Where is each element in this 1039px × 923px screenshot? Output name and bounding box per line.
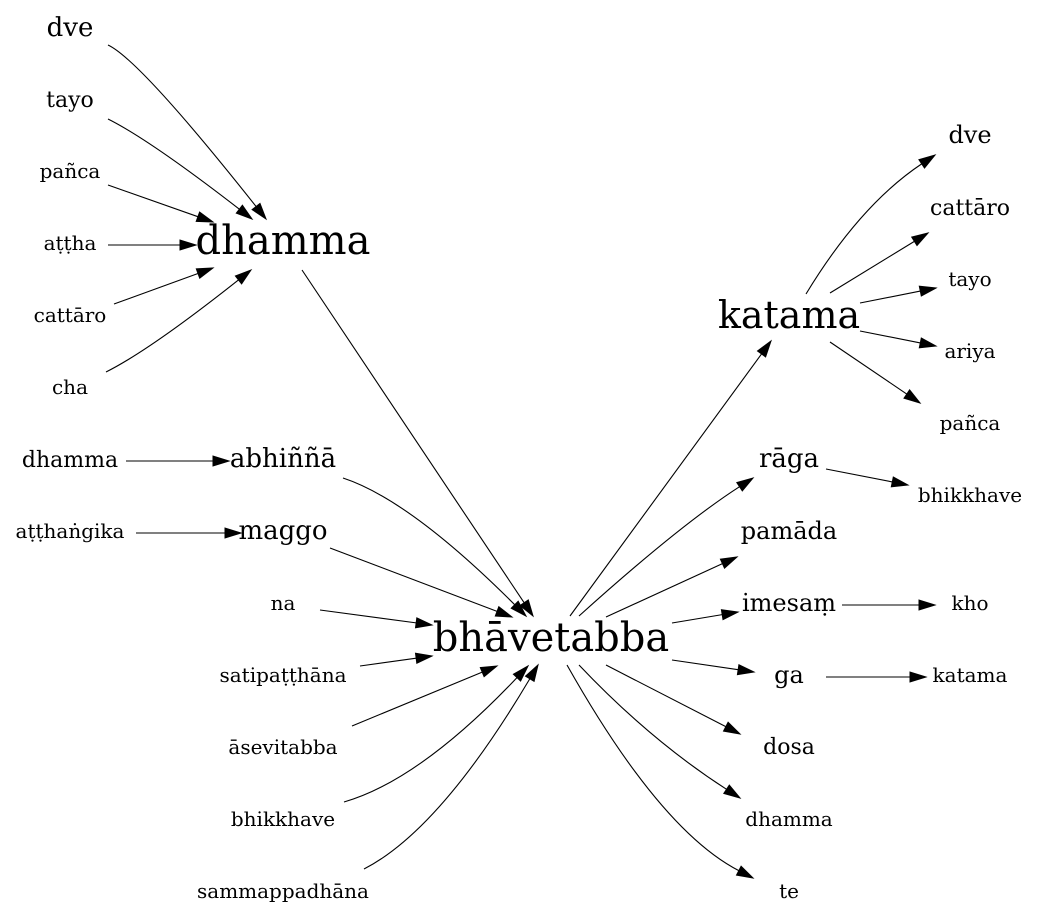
edge-cattaro_l-to-dhamma_top xyxy=(113,272,199,305)
edge-sammappadhana-to-bhavetabba xyxy=(363,678,531,870)
node-tayo-right: tayo xyxy=(948,267,991,291)
arrowhead-sammappadhana-to-bhavetabba xyxy=(524,663,539,683)
edge-katama_r-to-cattaro_r xyxy=(829,240,915,294)
edge-bhikkhave_l-to-bhavetabba xyxy=(343,677,518,803)
node-bhikkhave-right: bhikkhave xyxy=(918,483,1022,507)
node-satipatthana: satipaṭṭhāna xyxy=(219,663,346,687)
node-panca-right: pañca xyxy=(940,411,1001,435)
arrowhead-na-to-bhavetabba xyxy=(414,617,434,629)
arrowhead-ga-to-katama_far xyxy=(909,671,928,683)
node-pamada: pamāda xyxy=(741,517,837,545)
edge-bhavetabba-to-pamada xyxy=(605,563,723,618)
arrowhead-raga-to-bhikkhave_r xyxy=(890,476,910,488)
edge-bhavetabba-to-katama_r xyxy=(569,353,763,617)
edge-abhinna-to-bhavetabba xyxy=(342,477,516,606)
node-imesam: imesaṃ xyxy=(742,589,836,617)
edge-bhavetabba-to-te xyxy=(566,664,740,872)
arrowhead-dhamma_l-to-abhinna xyxy=(212,455,231,467)
node-dhamma-top: dhamma xyxy=(196,218,371,264)
edge-raga-to-bhikkhave_r xyxy=(825,468,893,483)
edge-asevitabba-to-bhavetabba xyxy=(351,671,483,727)
arrowhead-imesam-to-kho xyxy=(918,599,937,611)
edge-na-to-bhavetabba xyxy=(319,609,417,624)
node-ariya: ariya xyxy=(944,339,995,363)
node-sammappadhana: sammappadhāna xyxy=(197,879,369,903)
edge-katama_r-to-tayo_r xyxy=(859,290,921,304)
node-na: na xyxy=(271,591,296,615)
arrowhead-katama_r-to-panca_r xyxy=(903,389,922,404)
arrowhead-tayo_l-to-dhamma_top xyxy=(235,204,254,221)
node-atthangika: aṭṭhaṅgika xyxy=(16,519,125,543)
arrowhead-bhavetabba-to-pamada xyxy=(719,556,739,570)
arrowhead-dve_l-to-dhamma_top xyxy=(251,202,268,221)
node-abhinna: abhiññā xyxy=(230,444,336,474)
arrowhead-katama_r-to-cattaro_r xyxy=(910,232,930,247)
node-maggo: maggo xyxy=(238,516,327,546)
node-katama-far: katama xyxy=(933,663,1008,687)
node-cha: cha xyxy=(52,375,88,399)
node-panca-left: pañca xyxy=(40,159,101,183)
edge-maggo-to-bhavetabba xyxy=(329,547,498,612)
node-raga: rāga xyxy=(759,444,819,474)
node-dve-right: dve xyxy=(948,121,991,149)
node-attha: aṭṭha xyxy=(44,231,97,255)
node-dhamma-bottom-right: dhamma xyxy=(745,807,833,831)
arrowhead-panca_l-to-dhamma_top xyxy=(195,211,215,223)
arrowhead-bhikkhave_l-to-bhavetabba xyxy=(512,664,530,682)
node-tayo-left: tayo xyxy=(46,88,94,113)
nodes: dve tayo pañca aṭṭha cattāro cha dhamma … xyxy=(16,13,1023,903)
arrowhead-cha-to-dhamma_top xyxy=(234,268,253,285)
node-cattaro-right: cattāro xyxy=(930,196,1010,221)
edge-katama_r-to-dve_r xyxy=(805,163,922,295)
edge-katama_r-to-ariya xyxy=(859,330,921,344)
node-asevitabba: āsevitabba xyxy=(228,735,337,759)
node-katama: katama xyxy=(718,293,860,337)
arrowhead-katama_r-to-tayo_r xyxy=(918,285,938,297)
edge-dve_l-to-dhamma_top xyxy=(107,44,257,207)
node-dhamma-left: dhamma xyxy=(22,448,118,473)
node-bhikkhave-left: bhikkhave xyxy=(231,807,335,831)
arrowhead-bhavetabba-to-te xyxy=(735,865,755,879)
arrowhead-dhamma_top-to-bhavetabba xyxy=(519,599,534,618)
edges xyxy=(105,44,938,879)
node-dve-left: dve xyxy=(47,13,94,43)
arrowhead-bhavetabba-to-dhamma_br xyxy=(723,784,742,799)
node-ga: ga xyxy=(774,661,804,689)
arrowhead-abhinna-to-bhavetabba xyxy=(510,600,528,618)
arrowhead-atthangika-to-maggo xyxy=(224,527,243,539)
edge-cha-to-dhamma_top xyxy=(105,279,239,373)
edge-panca_l-to-dhamma_top xyxy=(107,184,199,218)
arrowhead-cattaro_l-to-dhamma_top xyxy=(195,267,215,280)
arrowhead-attha-to-dhamma_top xyxy=(179,239,198,251)
arrowhead-katama_r-to-dve_r xyxy=(918,154,937,169)
edge-satipatthana-to-bhavetabba xyxy=(359,657,417,667)
edge-bhavetabba-to-imesam xyxy=(671,614,723,624)
node-cattaro-left: cattāro xyxy=(34,303,107,327)
arrowhead-maggo-to-bhavetabba xyxy=(494,605,514,618)
edge-dhamma_top-to-bhavetabba xyxy=(301,269,525,603)
arrowhead-bhavetabba-to-raga xyxy=(736,477,755,492)
arrowhead-bhavetabba-to-katama_r xyxy=(756,339,772,358)
edge-bhavetabba-to-raga xyxy=(578,486,740,617)
arrowhead-katama_r-to-ariya xyxy=(918,337,938,349)
edge-tayo_l-to-dhamma_top xyxy=(107,118,240,210)
arrowhead-asevitabba-to-bhavetabba xyxy=(479,665,499,678)
node-bhavetabba: bhāvetabba xyxy=(433,615,669,661)
edge-katama_r-to-panca_r xyxy=(829,341,908,395)
edge-bhavetabba-to-dosa xyxy=(605,664,727,728)
arrowhead-bhavetabba-to-dosa xyxy=(722,721,742,735)
edge-bhavetabba-to-ga xyxy=(671,659,739,671)
node-dosa: dosa xyxy=(763,735,815,760)
arrowhead-satipatthana-to-bhavetabba xyxy=(414,652,434,664)
node-kho: kho xyxy=(951,591,988,615)
node-te: te xyxy=(779,879,799,903)
edge-bhavetabba-to-dhamma_br xyxy=(578,664,727,790)
arrowhead-bhavetabba-to-ga xyxy=(736,663,756,676)
arrowhead-bhavetabba-to-imesam xyxy=(720,609,740,621)
